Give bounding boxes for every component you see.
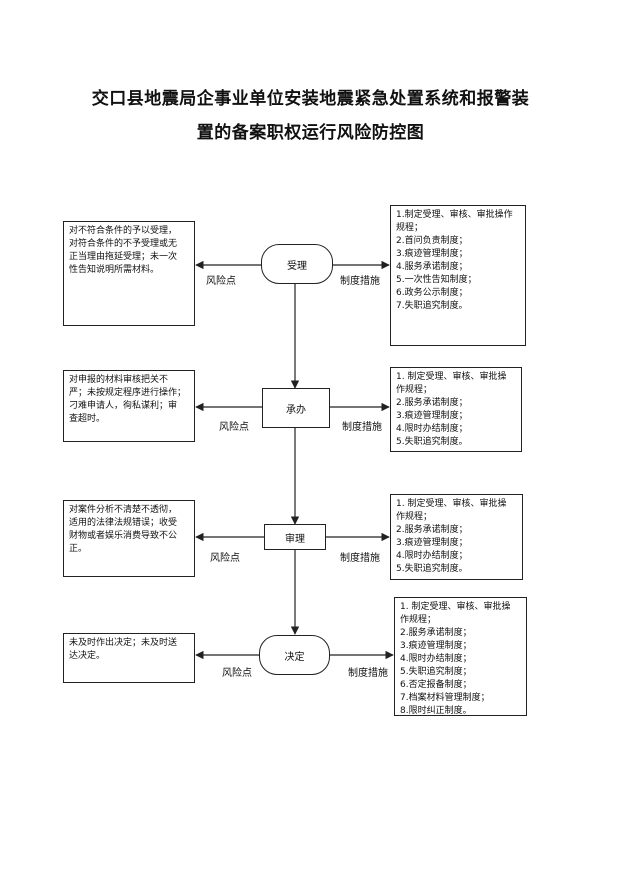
measure-text-line: 2.首问负责制度； (396, 236, 468, 246)
measure-text-line: 5.失职追究制度。 (396, 564, 468, 574)
measure-text-line: 1.制定受理、审核、审批操作 (396, 210, 513, 220)
risk-box-shenli: 对案件分析不清楚不透彻， 适用的法律法规错误；收受 财物或者娱乐消费导致不公 正… (63, 500, 195, 577)
measure-box-shenli: 1. 制定受理、审核、审批操 作规程； 2.服务承诺制度； 3.痕迹管理制度； … (390, 494, 523, 580)
title-line-2: 置的备案职权运行风险防控图 (196, 123, 425, 143)
measure-text-line: 3.痕迹管理制度； (400, 641, 472, 651)
measure-text-line: 3.痕迹管理制度； (396, 411, 468, 421)
measure-text-line: 8.限时纠正制度。 (400, 706, 472, 716)
risk-box-chengban: 对申报的材料审核把关不 严；未按规定程序进行操作； 刁难申请人，徇私谋利；审 查… (63, 370, 195, 442)
step-node-jueding: 决定 (259, 635, 330, 675)
risk-text-line: 性告知说明所需材料。 (69, 265, 160, 275)
measure-box-shouli: 1.制定受理、审核、审批操作 规程； 2.首问负责制度； 3.痕迹管理制度； 4… (390, 205, 526, 346)
measure-text-line: 4.服务承诺制度； (396, 262, 468, 272)
risk-label-jueding: 风险点 (222, 668, 252, 679)
measure-text-line: 7.失职追究制度。 (396, 301, 468, 311)
measure-text-line: 4.限时办结制度； (396, 424, 468, 434)
risk-text-line: 未及时作出决定；未及时送 (69, 638, 178, 648)
measure-box-jueding: 1. 制定受理、审核、审批操 作规程； 2.服务承诺制度； 3.痕迹管理制度； … (394, 597, 527, 716)
measure-text-line: 5.失职追究制度； (400, 667, 472, 677)
title-line-1: 交口县地震局企事业单位安装地震紧急处置系统和报警装 (91, 89, 530, 109)
risk-label-shouli: 风险点 (206, 276, 236, 287)
risk-text-line: 对符合条件的不予受理或无 (69, 239, 178, 249)
measure-text-line: 1. 制定受理、审核、审批操 (396, 372, 507, 382)
measure-text-line: 1. 制定受理、审核、审批操 (400, 602, 511, 612)
risk-box-jueding: 未及时作出决定；未及时送 达决定。 (63, 633, 195, 683)
risk-text-line: 适用的法律法规错误；收受 (69, 518, 178, 528)
risk-text-line: 对不符合条件的予以受理， (69, 226, 178, 236)
measure-text-line: 作规程； (400, 615, 437, 625)
measure-text-line: 作规程； (396, 385, 433, 395)
measure-label-chengban: 制度措施 (342, 422, 382, 433)
risk-text-line: 财物或者娱乐消费导致不公 (69, 531, 178, 541)
risk-label-chengban: 风险点 (219, 422, 249, 433)
risk-text-line: 对申报的材料审核把关不 (69, 375, 169, 385)
measure-label-shenli: 制度措施 (340, 553, 380, 564)
measure-text-line: 3.痕迹管理制度； (396, 249, 468, 259)
measure-text-line: 2.服务承诺制度； (396, 398, 468, 408)
measure-text-line: 5.一次性告知制度； (396, 275, 477, 285)
measure-text-line: 1. 制定受理、审核、审批操 (396, 499, 507, 509)
measure-text-line: 2.服务承诺制度； (400, 628, 472, 638)
measure-box-chengban: 1. 制定受理、审核、审批操 作规程； 2.服务承诺制度； 3.痕迹管理制度； … (390, 367, 522, 452)
measure-text-line: 6.政务公示制度； (396, 288, 468, 298)
measure-text-line: 3.痕迹管理制度； (396, 538, 468, 548)
measure-text-line: 2.服务承诺制度； (396, 525, 468, 535)
risk-text-line: 达决定。 (69, 651, 106, 661)
risk-text-line: 查超时。 (69, 414, 106, 424)
measure-text-line: 4.限时办结制度； (400, 654, 472, 664)
step-node-chengban: 承办 (262, 388, 330, 428)
measure-label-shouli: 制度措施 (340, 276, 380, 287)
measure-text-line: 6.否定报备制度； (400, 680, 472, 690)
measure-text-line: 4.限时办结制度； (396, 551, 468, 561)
measure-text-line: 7.档案材料管理制度； (400, 693, 490, 703)
step-node-shouli: 受理 (261, 244, 333, 284)
risk-text-line: 对案件分析不清楚不透彻， (69, 505, 178, 515)
risk-box-shouli: 对不符合条件的予以受理， 对符合条件的不予受理或无 正当理由拖延受理；未一次 性… (63, 221, 195, 326)
measure-text-line: 作规程； (396, 512, 433, 522)
measure-text-line: 规程； (396, 223, 424, 233)
risk-text-line: 严；未按规定程序进行操作； (69, 388, 187, 398)
risk-label-shenli: 风险点 (210, 553, 240, 564)
measure-text-line: 5.失职追究制度。 (396, 437, 468, 447)
risk-text-line: 刁难申请人，徇私谋利；审 (69, 401, 178, 411)
step-node-shenli: 审理 (264, 524, 326, 550)
measure-label-jueding: 制度措施 (348, 668, 388, 679)
risk-text-line: 正。 (69, 544, 88, 554)
risk-text-line: 正当理由拖延受理；未一次 (69, 252, 178, 262)
